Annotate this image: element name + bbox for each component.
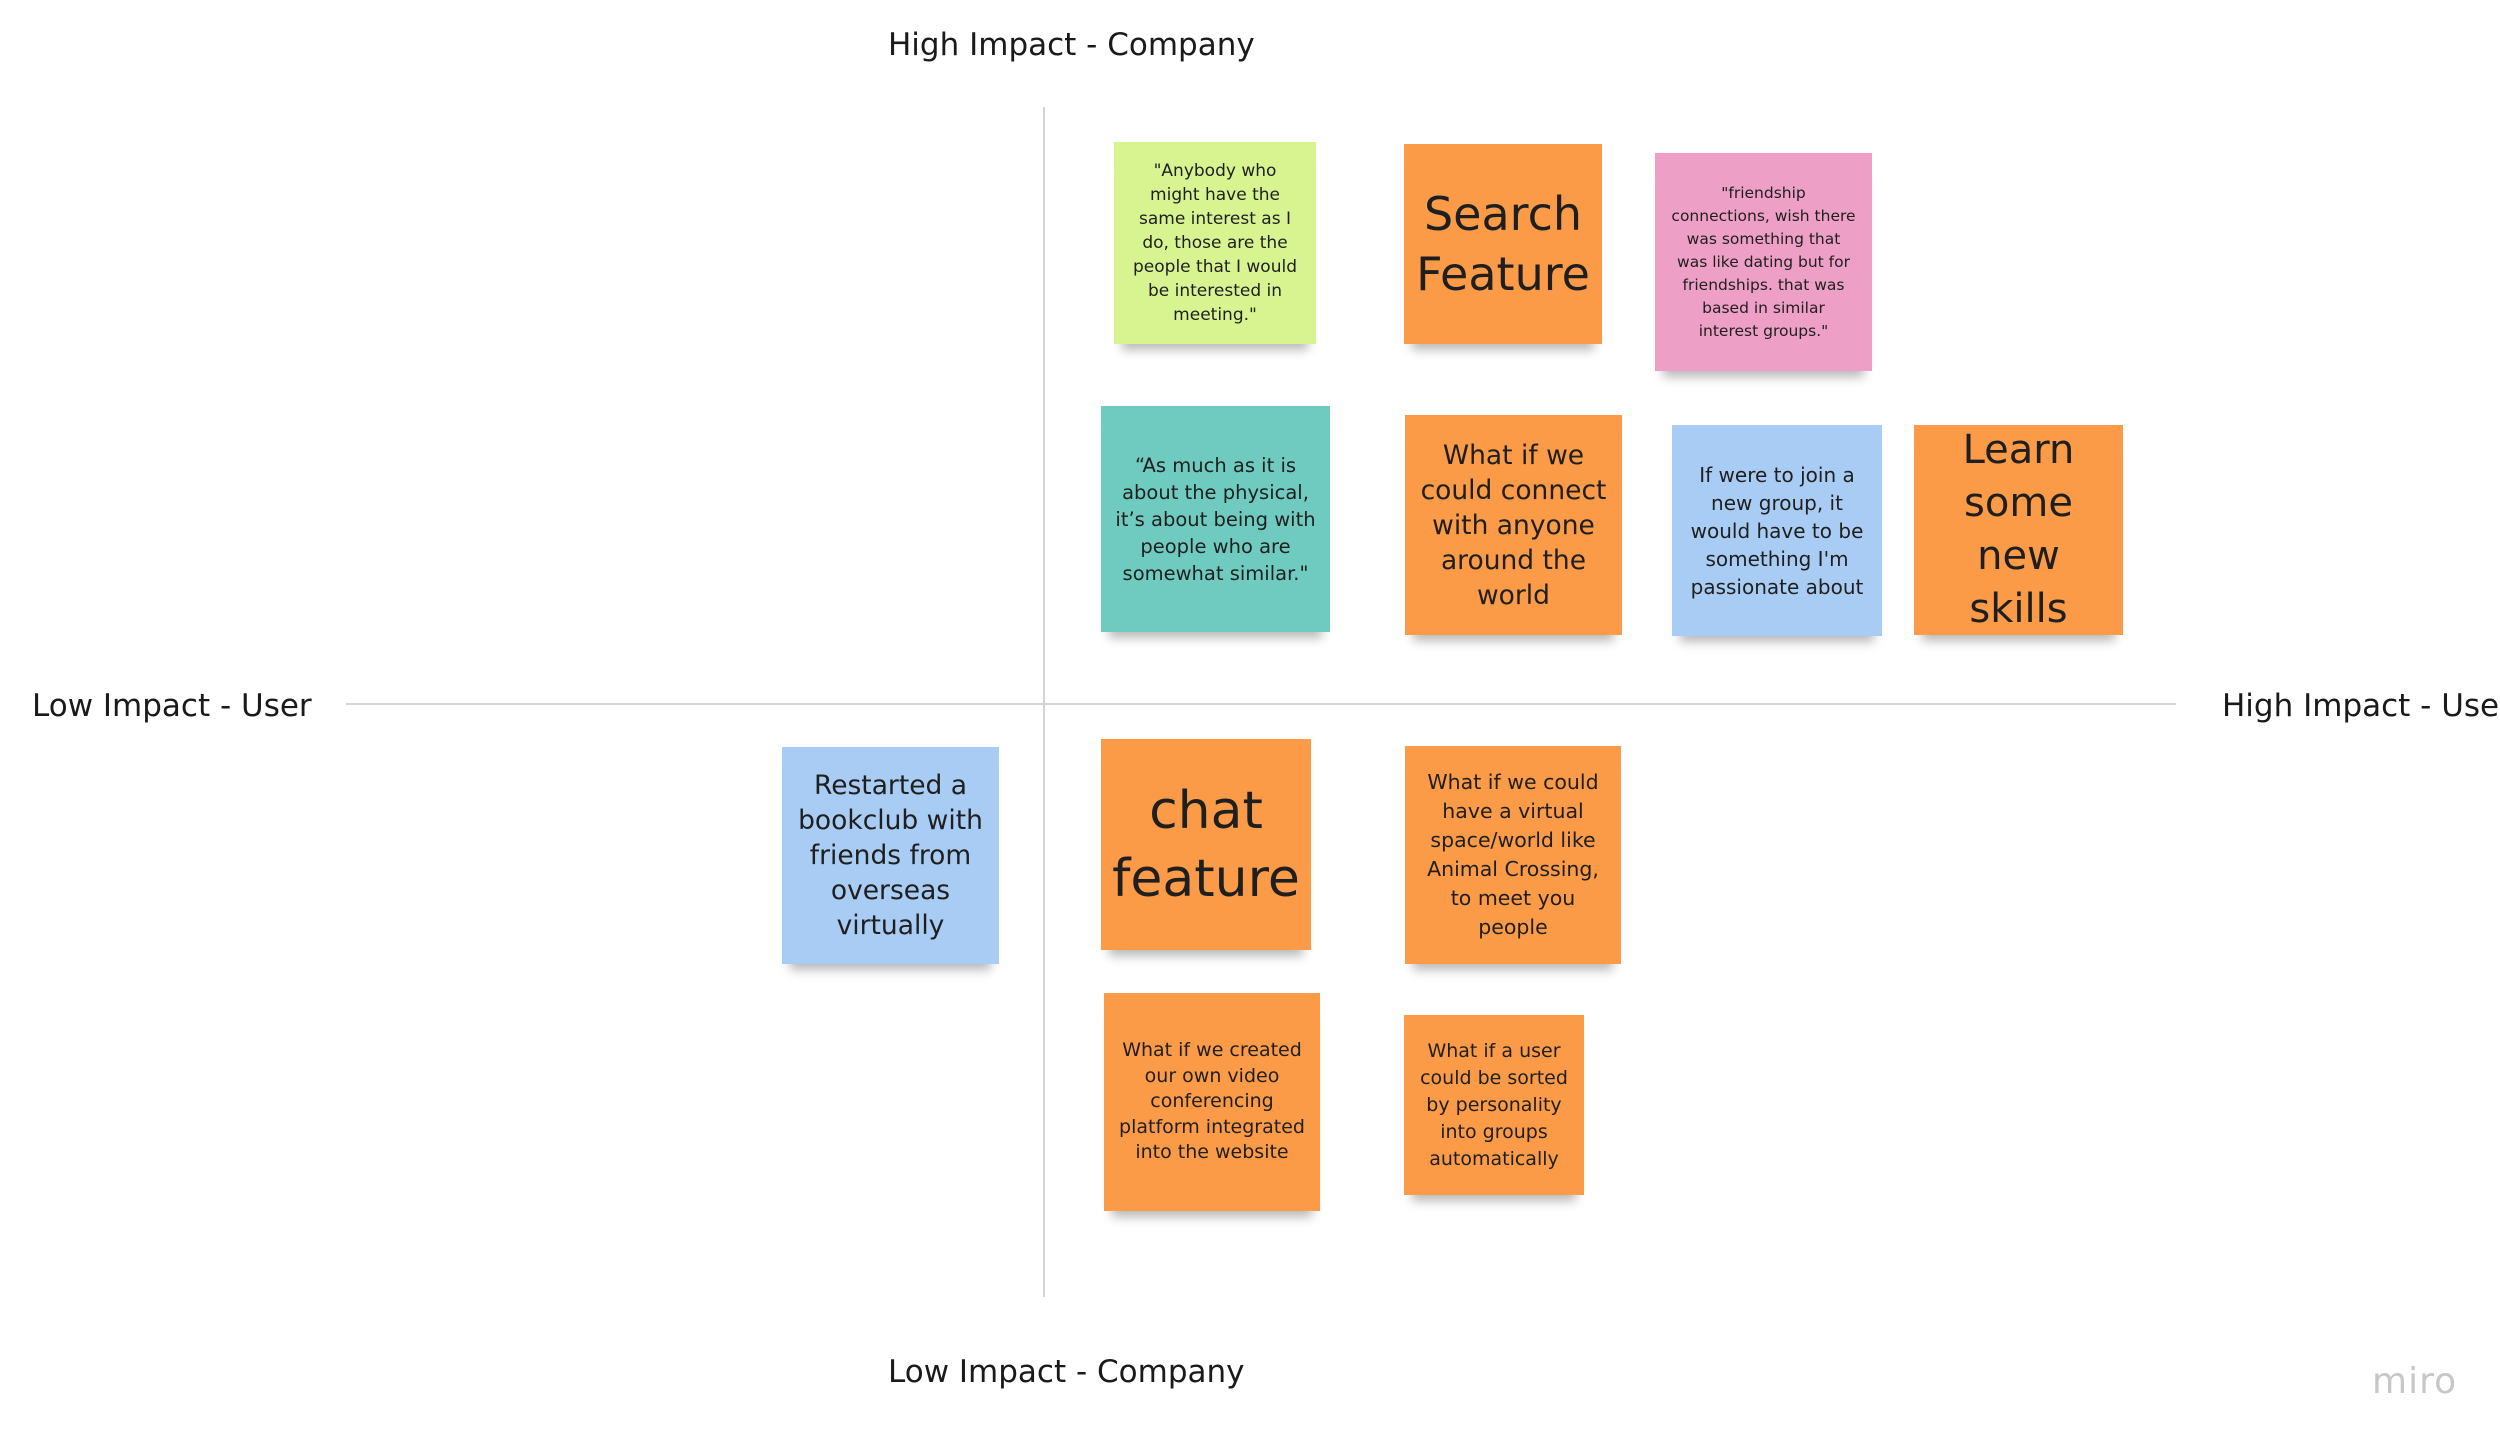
sticky-note[interactable]: What if we could have a virtual space/wo…	[1405, 746, 1621, 964]
sticky-note-text: Learn some new skills	[1962, 427, 2075, 632]
axis-label-bottom: Low Impact - Company	[888, 1354, 1245, 1390]
sticky-note-text: If were to join a new group, it would ha…	[1690, 462, 1864, 599]
axis-label-left: Low Impact - User	[32, 688, 312, 724]
sticky-note-text: “As much as it is about the physical, it…	[1115, 453, 1316, 585]
axis-label-right: High Impact - User	[2222, 688, 2500, 724]
sticky-note[interactable]: Restarted a bookclub with friends from o…	[782, 747, 999, 964]
miro-logo: miro	[2372, 1361, 2458, 1402]
sticky-note[interactable]: Search Feature	[1404, 144, 1602, 344]
sticky-note[interactable]: "Anybody who might have the same interes…	[1114, 142, 1316, 344]
vertical-axis-line	[1043, 107, 1045, 1297]
sticky-note[interactable]: What if we could connect with anyone aro…	[1405, 415, 1622, 635]
sticky-note[interactable]: “As much as it is about the physical, it…	[1101, 406, 1330, 632]
sticky-note-text: Restarted a bookclub with friends from o…	[798, 770, 983, 941]
sticky-note-text: What if we could have a virtual space/wo…	[1427, 770, 1599, 939]
sticky-note-text: What if we created our own video confere…	[1119, 1039, 1305, 1164]
sticky-note[interactable]: Learn some new skills	[1914, 425, 2123, 635]
sticky-note[interactable]: "friendship connections, wish there was …	[1655, 153, 1872, 371]
sticky-note-text: Search Feature	[1416, 187, 1590, 301]
sticky-note-text: What if a user could be sorted by person…	[1420, 1039, 1568, 1170]
axis-label-top: High Impact - Company	[888, 27, 1255, 63]
sticky-note[interactable]: What if we created our own video confere…	[1104, 993, 1320, 1211]
sticky-note[interactable]: chat feature	[1101, 739, 1311, 950]
sticky-note[interactable]: What if a user could be sorted by person…	[1404, 1015, 1584, 1195]
sticky-note-text: What if we could connect with anyone aro…	[1420, 439, 1607, 611]
sticky-note-text: "friendship connections, wish there was …	[1671, 183, 1856, 340]
sticky-note[interactable]: If were to join a new group, it would ha…	[1672, 425, 1882, 636]
sticky-note-text: chat feature	[1112, 780, 1300, 909]
sticky-note-text: "Anybody who might have the same interes…	[1133, 161, 1297, 325]
horizontal-axis-line	[346, 703, 2176, 705]
